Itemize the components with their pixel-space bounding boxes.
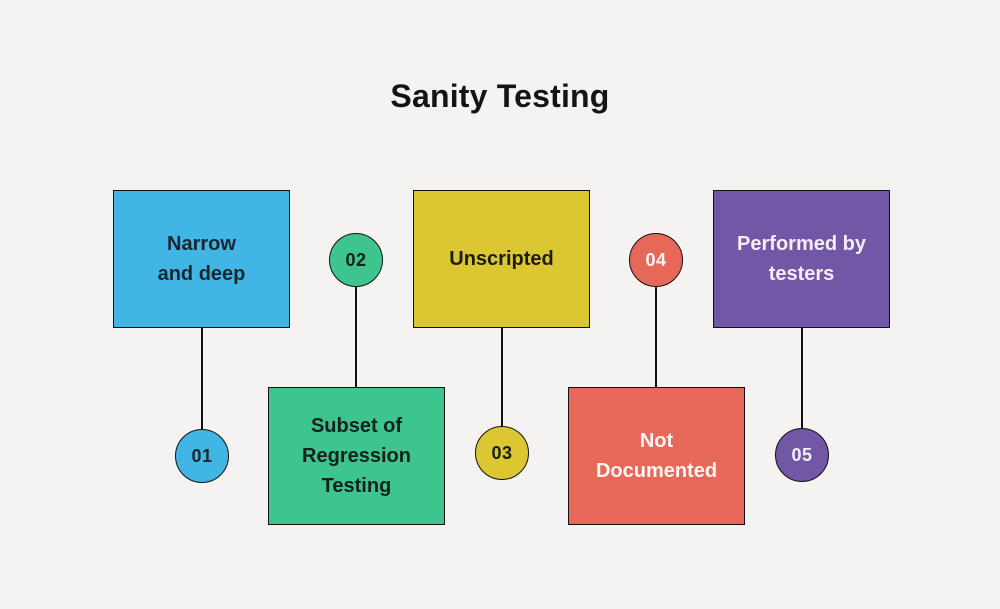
number-badge-05: 05 bbox=[775, 428, 829, 482]
feature-box-not-documented: Not Documented bbox=[568, 387, 745, 525]
connector-line-1 bbox=[201, 328, 203, 429]
number-badge-04: 04 bbox=[629, 233, 683, 287]
page-title: Sanity Testing bbox=[390, 78, 610, 114]
feature-box-subset-of-regression-testing: Subset of Regression Testing bbox=[268, 387, 445, 525]
connector-line-3 bbox=[501, 328, 503, 426]
connector-line-2 bbox=[355, 287, 357, 387]
connector-line-4 bbox=[655, 287, 657, 387]
number-badge-03: 03 bbox=[475, 426, 529, 480]
number-badge-01: 01 bbox=[175, 429, 229, 483]
feature-box-unscripted: Unscripted bbox=[413, 190, 590, 328]
connector-line-5 bbox=[801, 328, 803, 428]
number-badge-02: 02 bbox=[329, 233, 383, 287]
feature-box-narrow-and-deep: Narrow and deep bbox=[113, 190, 290, 328]
feature-box-performed-by-testers: Performed by testers bbox=[713, 190, 890, 328]
